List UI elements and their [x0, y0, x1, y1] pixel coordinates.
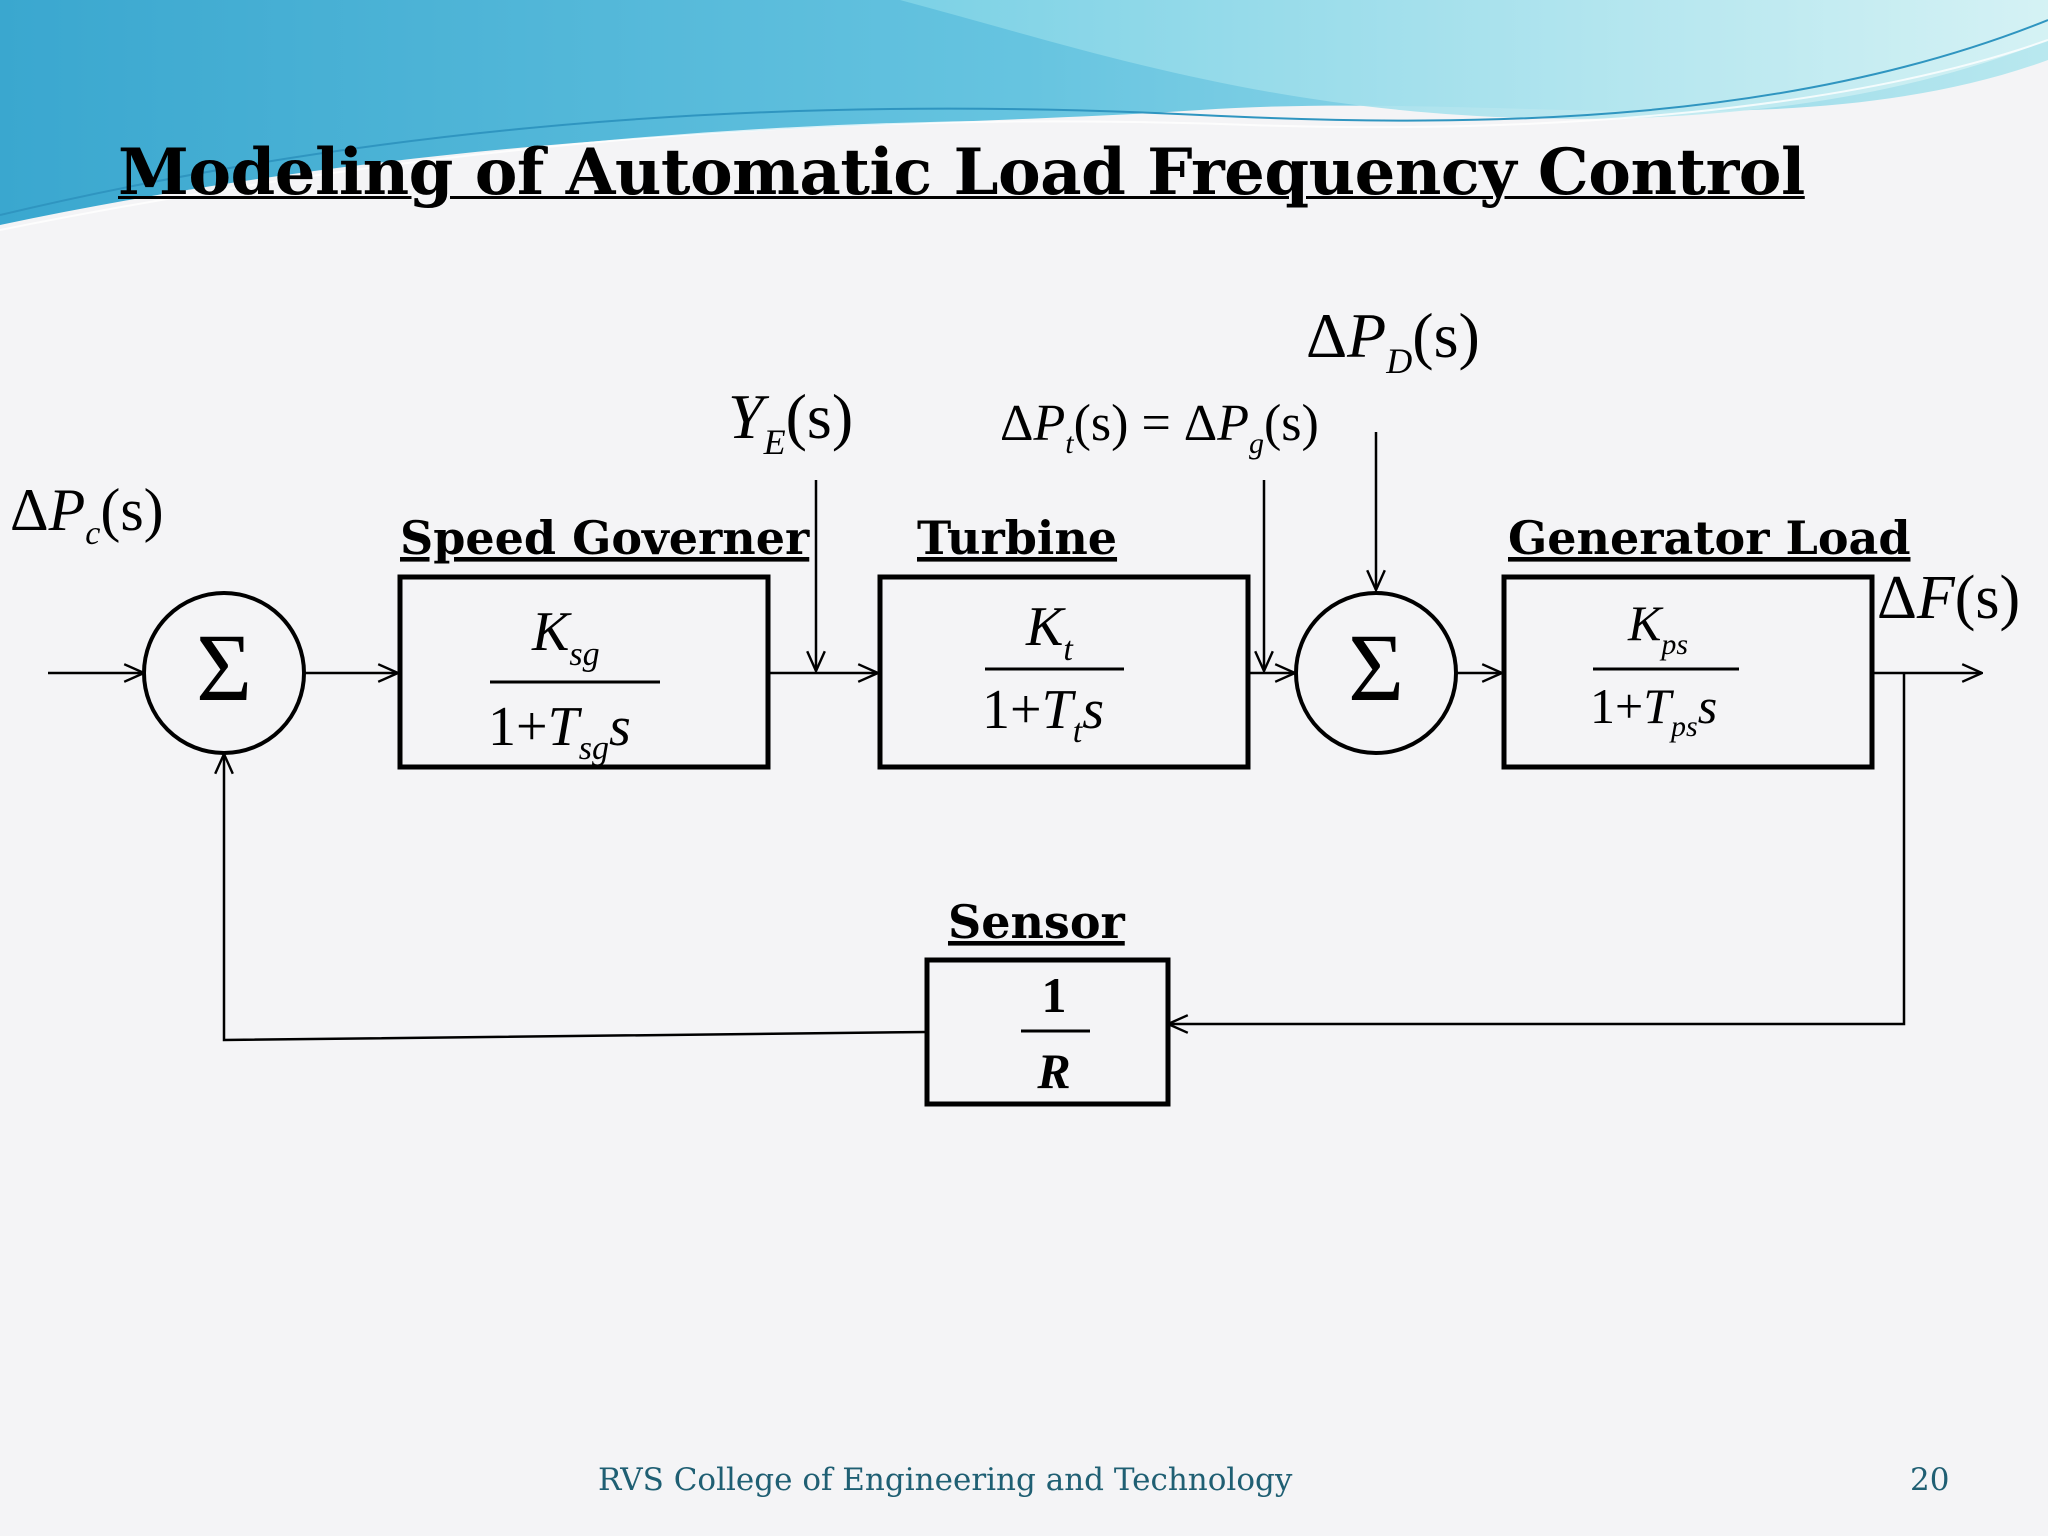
turbine-numerator: Kt [1025, 596, 1074, 668]
sensor-label: Sensor [948, 895, 1126, 949]
output-signal-label: ΔF(s) [1877, 564, 2020, 632]
speed-governor-block: Speed Governer Ksg 1+Tsgs [397, 511, 810, 770]
summing-junction-1: Σ [142, 591, 306, 755]
summing-junction-2: Σ [1294, 591, 1458, 755]
header-wave-decoration [0, 0, 2048, 231]
sigma-symbol: Σ [196, 614, 252, 721]
governor-denominator: 1+Tsgs [488, 696, 631, 767]
pt-pg-signal-label: ΔPt(s) = ΔPg(s) [1000, 395, 1319, 460]
sensor-denominator: R [1036, 1043, 1070, 1099]
sigma-symbol: Σ [1348, 614, 1404, 721]
generator-load-block: Generator Load Kps 1+Tpss [1501, 511, 1910, 770]
turbine-label: Turbine [917, 511, 1117, 565]
generator-denominator: 1+Tpss [1590, 678, 1717, 743]
governor-numerator: Ksg [531, 601, 600, 673]
turbine-denominator: 1+Tts [982, 679, 1104, 750]
sensor-block: Sensor 1 R [924, 895, 1171, 1107]
turbine-block: Turbine Kt 1+Tts [877, 511, 1251, 770]
ye-signal-label: YE(s) [728, 381, 853, 462]
speed-governor-label: Speed Governer [400, 511, 810, 565]
sensor-to-sum1-arrow [224, 754, 928, 1042]
page-number: 20 [1910, 1462, 1950, 1498]
sensor-numerator: 1 [1042, 967, 1067, 1023]
generator-numerator: Kps [1627, 595, 1688, 661]
page-title: Modeling of Automatic Load Frequency Con… [118, 135, 1805, 210]
input-signal-label: ΔPc(s) [10, 477, 164, 552]
footer-institution: RVS College of Engineering and Technolog… [598, 1462, 1293, 1498]
pd-signal-label: ΔPD(s) [1306, 300, 1480, 381]
feedback-to-sensor-arrow [1168, 673, 1906, 1024]
generator-load-label: Generator Load [1508, 511, 1910, 565]
